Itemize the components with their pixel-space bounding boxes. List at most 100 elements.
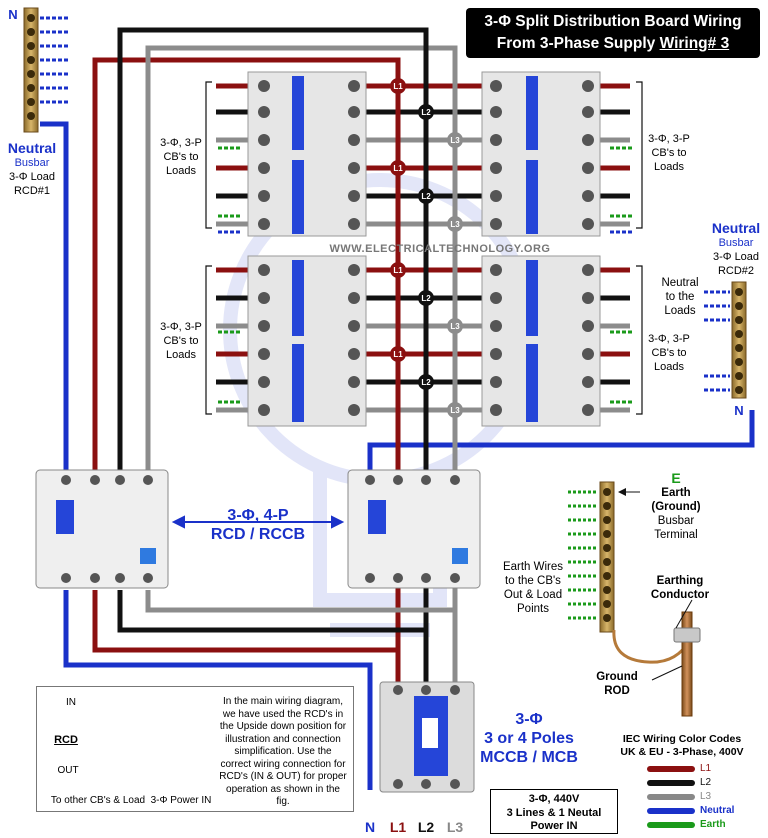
ground-rod-line2: ROD [604, 685, 630, 697]
inset-power-in-label: 3-Φ Power IN [150, 795, 212, 806]
neutral-to-loads-line3: Loads [664, 305, 696, 317]
rcd-label-line1: 3-Φ, 4-P [227, 507, 289, 524]
power-in-line3: Power IN [530, 820, 578, 832]
cb-label-bl-3: Loads [166, 349, 196, 361]
cb-label-top-right: 3-Φ, 3-P CB's to Loads [644, 132, 694, 174]
inset-in-label: IN [66, 697, 76, 708]
power-in-line1: 3-Φ, 440V [528, 793, 580, 805]
neutral-2-subtitle: Busbar [718, 237, 754, 249]
cb-label-top-left: 3-Φ, 3-P CB's to Loads [156, 136, 206, 178]
neutral-2-title: Neutral [711, 220, 761, 236]
title-line2: From 3-Phase Supply Wiring# 3 [466, 33, 760, 55]
neutral-1-subtitle: Busbar [14, 157, 50, 169]
earth-wires-label: Earth Wires to the CB's Out & Load Point… [496, 560, 570, 616]
tag-l1-d: L1 [393, 350, 403, 359]
neutral-busbar-1 [23, 7, 70, 133]
neutral-to-loads-line2: to the [665, 291, 695, 303]
earth-letter: E [671, 470, 681, 486]
title-line1: 3-Φ Split Distribution Board Wiring [484, 13, 742, 30]
mccb-label: 3-Φ 3 or 4 Poles MCCB / MCB [474, 710, 584, 767]
iec-wires [647, 766, 695, 828]
tag-l2-d: L2 [421, 378, 431, 387]
earth-line1: Earth [661, 487, 691, 499]
ground-rod-label: Ground ROD [580, 670, 654, 698]
earth-line4: Terminal [654, 529, 698, 541]
earthing-conductor-label: Earthing Conductor [640, 574, 720, 602]
earth-wires-line3: Out & Load [503, 589, 563, 601]
cb-label-bottom-left: 3-Φ, 3-P CB's to Loads [156, 320, 206, 362]
tag-l3-d: L3 [450, 406, 460, 415]
mccb-line1: 3-Φ [515, 711, 543, 728]
supply-l2: L2 [417, 819, 435, 835]
brackets [205, 81, 643, 415]
mccb-line2: 3 or 4 Poles [484, 730, 574, 747]
cb-label-tr-1: 3-Φ, 3-P [648, 133, 690, 145]
tag-l2-a: L2 [421, 108, 431, 117]
neutral-1-title: Neutral [7, 140, 57, 156]
inset-out-label: OUT [57, 765, 79, 776]
earth-wires-line4: Points [517, 603, 549, 615]
cb-label-bl-2: CB's to [163, 335, 199, 347]
neutral-2-rcd: RCD#2 [717, 265, 755, 277]
cb-label-bl-1: 3-Φ, 3-P [160, 321, 202, 333]
cb-label-tl-1: 3-Φ, 3-P [160, 137, 202, 149]
rcd-units [35, 469, 481, 589]
rcd-label: 3-Φ, 4-P RCD / RCCB [196, 506, 320, 544]
bus-tags [390, 78, 463, 418]
power-in-line2: 3 Lines & 1 Neutal [506, 806, 602, 819]
inset-box [36, 686, 354, 812]
cb-label-br-1: 3-Φ, 3-P [648, 333, 690, 345]
cb-label-tr-2: CB's to [651, 147, 687, 159]
iec-code-l2: L2 [700, 777, 712, 788]
tag-l1-b: L1 [393, 164, 403, 173]
tag-l3-b: L3 [450, 220, 460, 229]
supply-l3: L3 [446, 819, 464, 835]
cb-label-br-3: Loads [654, 361, 684, 373]
iec-code-l3: L3 [700, 791, 712, 802]
earthing-rod [612, 599, 701, 717]
earth-line3: Busbar [657, 515, 695, 527]
supply-n: N [364, 819, 376, 835]
iec-title1: IEC Wiring Color Codes [622, 733, 742, 745]
cb-label-tl-3: Loads [166, 165, 196, 177]
neutral-1-rcd: RCD#1 [13, 185, 51, 197]
neutral-busbar-2 [704, 281, 747, 399]
load-stubs [218, 146, 634, 404]
iec-code-neutral: Neutral [700, 805, 735, 816]
mccb [379, 681, 475, 793]
earth-wires-line1: Earth Wires [502, 561, 564, 573]
inset-to-cbs-label: To other CB's & Load [50, 795, 146, 806]
tag-l3-a: L3 [450, 136, 460, 145]
neutral-busbar-2-label: Neutral Busbar 3-Φ Load RCD#2 [706, 220, 766, 278]
mccb-line3: MCCB / MCB [480, 749, 578, 766]
earth-busbar-label: E Earth (Ground) Busbar Terminal [628, 470, 724, 542]
neutral-2-n-label: N [734, 403, 744, 418]
rcd-arrow [171, 515, 345, 529]
power-in-box: 3-Φ, 440V 3 Lines & 1 Neutal Power IN [490, 789, 618, 834]
neutral-1-n-label: N [8, 7, 18, 22]
neutral-to-loads-line1: Neutral [661, 277, 699, 289]
iec-title2: UK & EU - 3-Phase, 400V [620, 746, 744, 758]
earth-busbar [568, 481, 640, 633]
iec-code-l1: L1 [700, 763, 712, 774]
neutral-to-loads-label: Neutral to the Loads [652, 276, 708, 318]
cb-label-tl-2: CB's to [163, 151, 199, 163]
inset-rcd-label: RCD [54, 734, 78, 746]
rcd-label-line2: RCD / RCCB [210, 526, 306, 543]
cb-label-tr-3: Loads [654, 161, 684, 173]
earth-line2: (Ground) [651, 501, 701, 513]
tag-l1-a: L1 [393, 82, 403, 91]
title-line2-text: From 3-Phase Supply [496, 35, 656, 52]
tag-l3-c: L3 [450, 322, 460, 331]
neutral-1-load: 3-Φ Load [8, 171, 56, 183]
watermark-text: WWW.ELECTRICALTECHNOLOGY.ORG [329, 243, 551, 255]
supply-l1: L1 [389, 819, 407, 835]
inset-note: In the main wiring diagram, we have used… [219, 696, 347, 807]
title-wiring-number: Wiring# 3 [659, 35, 730, 52]
iec-code-earth: Earth [700, 819, 726, 830]
neutral-2-load: 3-Φ Load [712, 251, 760, 263]
tag-l2-c: L2 [421, 294, 431, 303]
cb-label-br-2: CB's to [651, 347, 687, 359]
earthing-conductor-line1: Earthing [656, 575, 704, 587]
